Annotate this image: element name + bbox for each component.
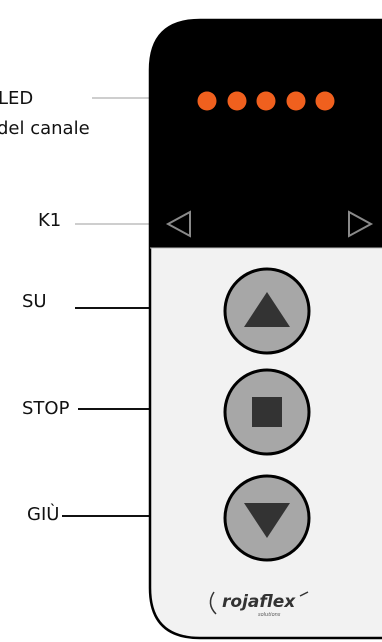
stop-button[interactable] [223,368,311,456]
down-button[interactable] [223,474,311,562]
channel-leds [197,91,335,111]
led-channel-label: del canale [0,118,90,140]
stop-label: STOP [22,398,70,419]
led-label-line1: LED [0,88,34,109]
logo-subtext: solutions [258,612,281,618]
up-button[interactable] [223,267,311,355]
triangle-up-icon [244,292,290,327]
square-stop-icon [252,397,282,427]
remote-top-panel [150,20,382,248]
triangle-down-icon [244,503,290,538]
su-label: SU [22,291,47,312]
channel-led-3 [256,91,276,111]
led-label: LED [0,88,33,110]
channel-led-4 [286,91,306,111]
channel-led-1 [197,91,217,111]
led-label-line2: del canale [0,118,90,139]
logo-swoosh-left [209,591,217,615]
giu-label: GIÙ [27,504,60,525]
logo-swoosh-right [299,591,309,597]
channel-left-arrow-icon[interactable] [165,210,191,238]
rojaflex-logo: rojaflex solutions [209,591,309,618]
channel-right-arrow-icon[interactable] [348,210,374,238]
channel-led-2 [227,91,247,111]
k1-label: K1 [38,210,62,231]
channel-led-5 [315,91,335,111]
logo-wordmark: rojaflex [222,592,296,612]
remote-outline [148,18,382,640]
